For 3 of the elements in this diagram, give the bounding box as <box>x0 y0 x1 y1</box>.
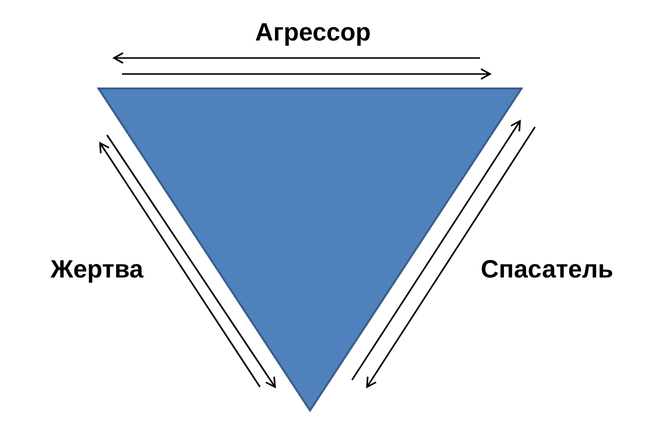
role-label: Жертва <box>50 256 144 284</box>
role-label: Спасатель <box>480 256 614 284</box>
role-label: Агрессор <box>255 19 371 47</box>
